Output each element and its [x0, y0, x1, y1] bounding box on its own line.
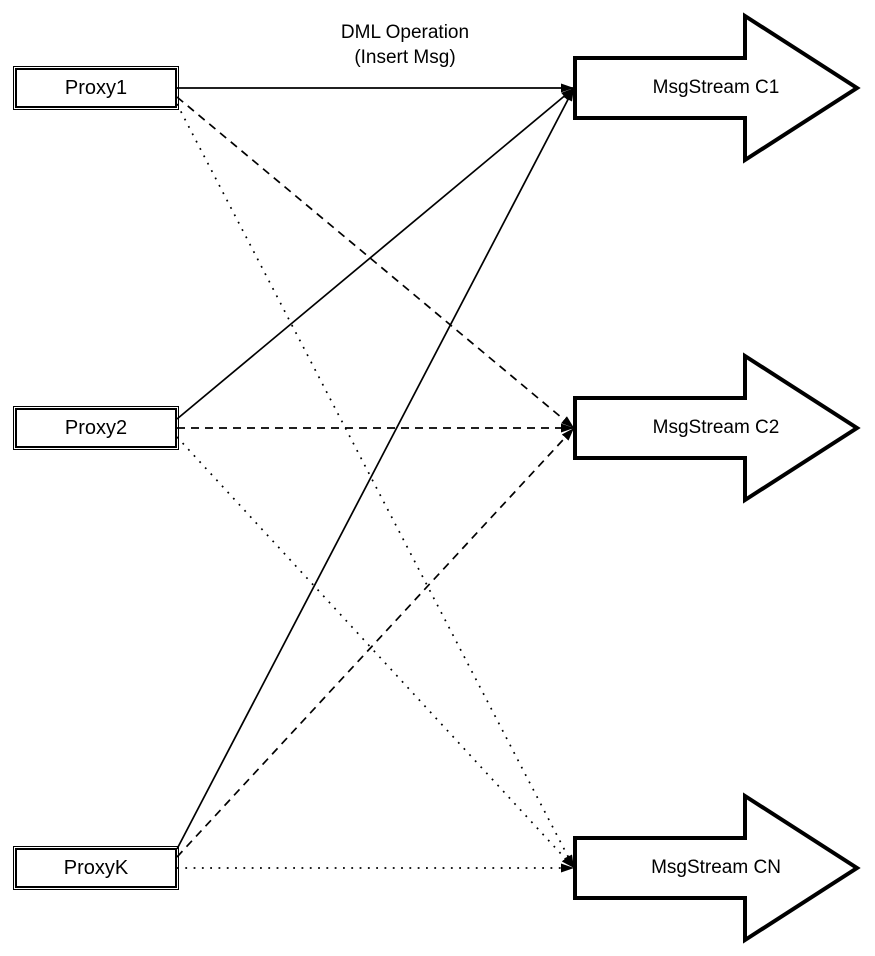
node-proxy1-label: Proxy1: [64, 77, 128, 99]
node-msgstream-c1-label: MsgStream C1: [652, 77, 780, 98]
edge-proxyk-c1: [176, 87, 575, 850]
edge-proxyk-c2: [176, 427, 575, 858]
node-proxy2-label: Proxy2: [64, 417, 128, 439]
msgstream-c2-block-arrow: [573, 352, 861, 504]
node-msgstream-c2-label: MsgStream C2: [652, 417, 780, 438]
edge-label-line1: DML Operation: [340, 22, 470, 43]
edge-proxy1-c2: [176, 96, 575, 429]
msgstream-cn-block-arrow: [573, 792, 861, 944]
node-proxyk-label: ProxyK: [63, 857, 129, 879]
edge-proxy2-cn: [176, 436, 575, 869]
node-proxy1: Proxy1: [13, 66, 179, 110]
node-proxyk: ProxyK: [13, 846, 179, 890]
edge-proxy1-cn: [176, 103, 575, 869]
node-msgstream-cn-label: MsgStream CN: [651, 857, 781, 878]
msgstream-c1-block-arrow: [573, 12, 861, 164]
node-proxy2: Proxy2: [13, 406, 179, 450]
edge-label-dml-operation: DML Operation (Insert Msg): [297, 20, 513, 70]
edge-label-line2: (Insert Msg): [354, 47, 456, 68]
edge-proxy2-c1: [176, 87, 575, 420]
